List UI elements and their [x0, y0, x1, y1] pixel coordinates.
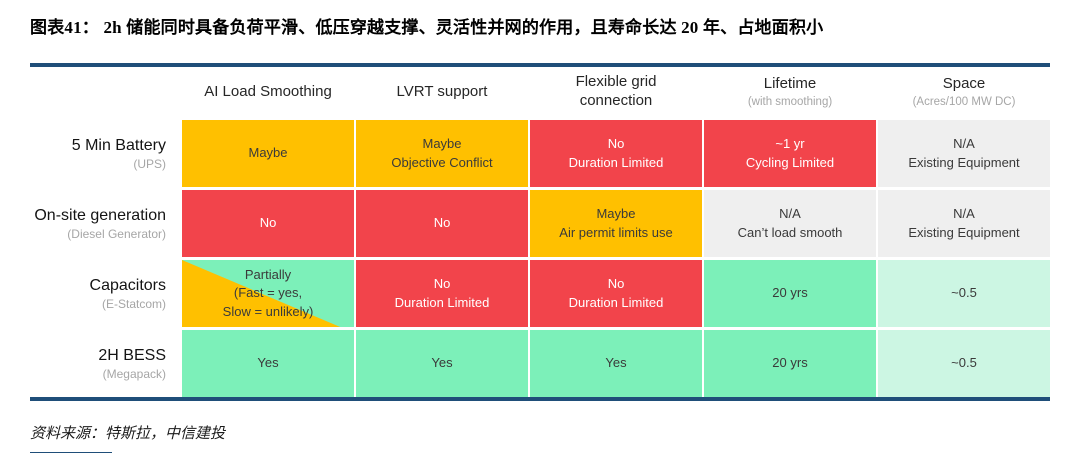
column-header-label: AI Load Smoothing [204, 82, 332, 100]
column-header-flexible-grid-connection: Flexible grid connection [530, 67, 702, 117]
column-header-label: Space [942, 74, 986, 92]
comparison-table: AI Load Smoothing LVRT support Flexible … [30, 63, 1050, 401]
row-sublabel: (Diesel Generator) [67, 227, 166, 242]
row-label: 5 Min Battery [71, 136, 166, 154]
table-cell: Yes [182, 330, 354, 397]
column-header-label: Lifetime [763, 74, 817, 92]
column-header-label: Flexible grid connection [575, 73, 657, 109]
column-header-sublabel: (with smoothing) [747, 95, 833, 108]
column-header-space: Space (Acres/100 MW DC) [878, 67, 1050, 117]
column-header-lifetime: Lifetime (with smoothing) [704, 67, 876, 117]
column-header-sublabel: (Acres/100 MW DC) [912, 95, 1016, 108]
figure-title: 图表41： 2h 储能同时具备负荷平滑、低压穿越支撑、灵活性并网的作用，且寿命长… [30, 18, 824, 37]
table-cell-text: Partially (Fast = yes, Slow = unlikely) [222, 267, 314, 319]
table-cell: Maybe Objective Conflict [356, 120, 528, 187]
table-cell: Maybe [182, 120, 354, 187]
table-cell: No Duration Limited [530, 260, 702, 327]
table-cell: No [356, 190, 528, 257]
source-attribution: 资料来源：特斯拉，中信建投 [30, 426, 226, 442]
table-cell: N/A Existing Equipment [878, 120, 1050, 187]
row-sublabel: (UPS) [133, 157, 166, 172]
row-label: Capacitors [89, 276, 166, 294]
column-header-label: LVRT support [396, 82, 488, 100]
row-label-2h-bess: 2H BESS (Megapack) [30, 330, 180, 397]
row-sublabel: (E-Statcom) [101, 297, 166, 312]
table-cell: No [182, 190, 354, 257]
row-label: 2H BESS [98, 346, 166, 364]
table-cell: No Duration Limited [530, 120, 702, 187]
table-cell: ~0.5 [878, 260, 1050, 327]
table-cell: No Duration Limited [356, 260, 528, 327]
table-cell: Maybe Air permit limits use [530, 190, 702, 257]
row-label-5-min-battery: 5 Min Battery (UPS) [30, 120, 180, 187]
column-header-ai-load-smoothing: AI Load Smoothing [182, 67, 354, 117]
table-cell: ~1 yr Cycling Limited [704, 120, 876, 187]
table-cell: Yes [530, 330, 702, 397]
table-cell: Yes [356, 330, 528, 397]
table-cell: 20 yrs [704, 330, 876, 397]
column-header-lvrt-support: LVRT support [356, 67, 528, 117]
row-label: On-site generation [34, 206, 166, 224]
row-label-on-site-generation: On-site generation (Diesel Generator) [30, 190, 180, 257]
table-cell: 20 yrs [704, 260, 876, 327]
row-sublabel: (Megapack) [102, 367, 166, 382]
table-cell: ~0.5 [878, 330, 1050, 397]
header-corner-spacer [30, 67, 180, 117]
table-cell: N/A Existing Equipment [878, 190, 1050, 257]
table-cell: N/A Can’t load smooth [704, 190, 876, 257]
table-cell-diagonal-split: Partially (Fast = yes, Slow = unlikely) [182, 260, 354, 327]
row-label-capacitors: Capacitors (E-Statcom) [30, 260, 180, 327]
